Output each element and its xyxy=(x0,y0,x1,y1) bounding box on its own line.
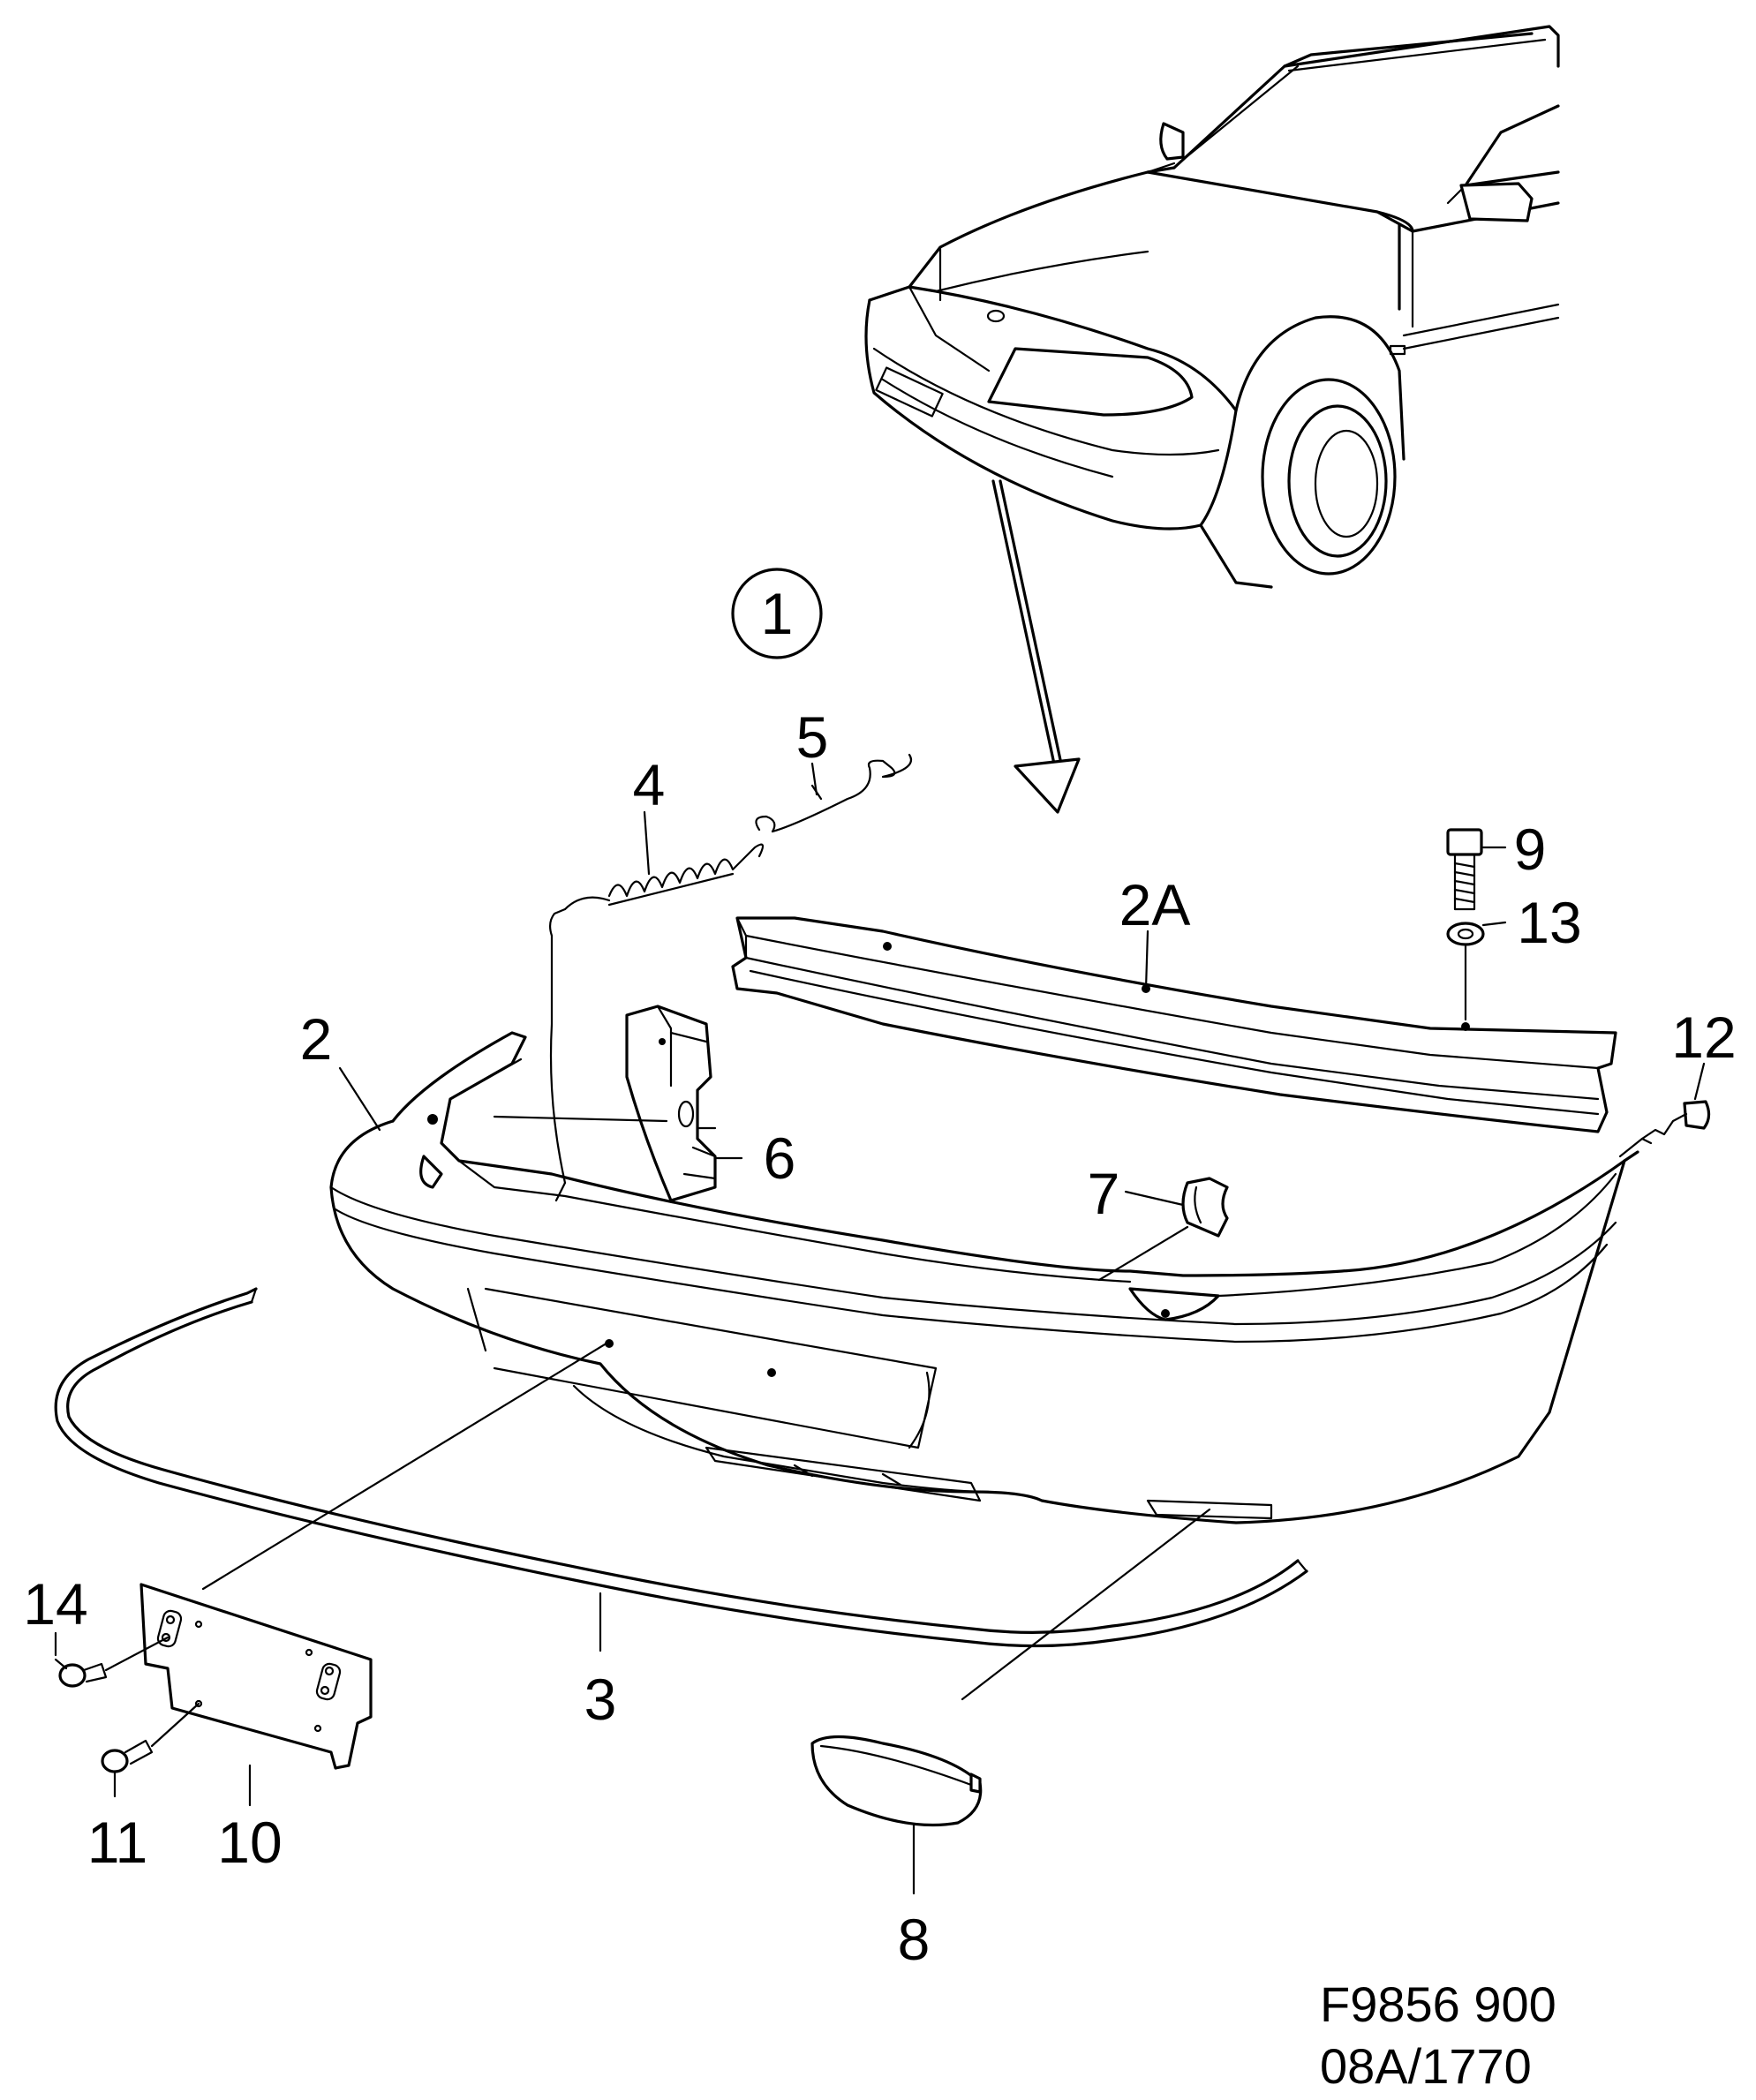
label-part-12: 12 xyxy=(1671,1005,1736,1070)
part-6-bracket xyxy=(493,1005,743,1202)
part-4-spring xyxy=(548,843,765,1185)
part-7-clip xyxy=(1097,1177,1229,1282)
reference-line-1: F9856 900 xyxy=(1320,1976,1556,2032)
label-part-5: 5 xyxy=(796,704,829,770)
label-part-8: 8 xyxy=(898,1907,931,1972)
part-12-screw xyxy=(1618,1100,1711,1158)
callout-1-text: 1 xyxy=(761,581,794,646)
part-2A-reinforcement xyxy=(731,916,1617,1133)
label-part-13: 13 xyxy=(1517,890,1581,955)
label-part-14: 14 xyxy=(23,1571,87,1637)
part-13-washer xyxy=(1446,922,1485,1021)
part-10-plate-holder xyxy=(139,1583,373,1770)
part-9-bolt xyxy=(1446,828,1483,911)
leader-2 xyxy=(338,1066,381,1132)
part-11-screw xyxy=(101,1702,200,1798)
part-2-bumper-cover xyxy=(329,1031,1639,1524)
label-leaders xyxy=(54,762,1706,1807)
part-5-wire xyxy=(755,753,912,833)
label-part-9: 9 xyxy=(1514,817,1547,882)
spring-leader xyxy=(554,1181,567,1202)
label-part-2a: 2A xyxy=(1119,872,1191,937)
label-part-10: 10 xyxy=(217,1810,282,1875)
label-part-11: 11 xyxy=(87,1810,148,1875)
callout-1: 1 xyxy=(731,568,823,659)
label-part-4: 4 xyxy=(633,752,666,817)
label-part-6: 6 xyxy=(764,1125,796,1191)
reference-line-2: 08A/1770 xyxy=(1320,2038,1532,2094)
part-3-trim-strip xyxy=(54,1287,1308,1701)
label-part-2: 2 xyxy=(300,1006,333,1072)
car-illustration xyxy=(864,25,1560,589)
part-14-screw xyxy=(54,1636,170,1688)
label-part-3: 3 xyxy=(584,1667,617,1732)
label-part-7: 7 xyxy=(1088,1161,1120,1226)
part-8-cover-cap xyxy=(810,1735,983,1895)
direction-arrow xyxy=(991,479,1081,814)
